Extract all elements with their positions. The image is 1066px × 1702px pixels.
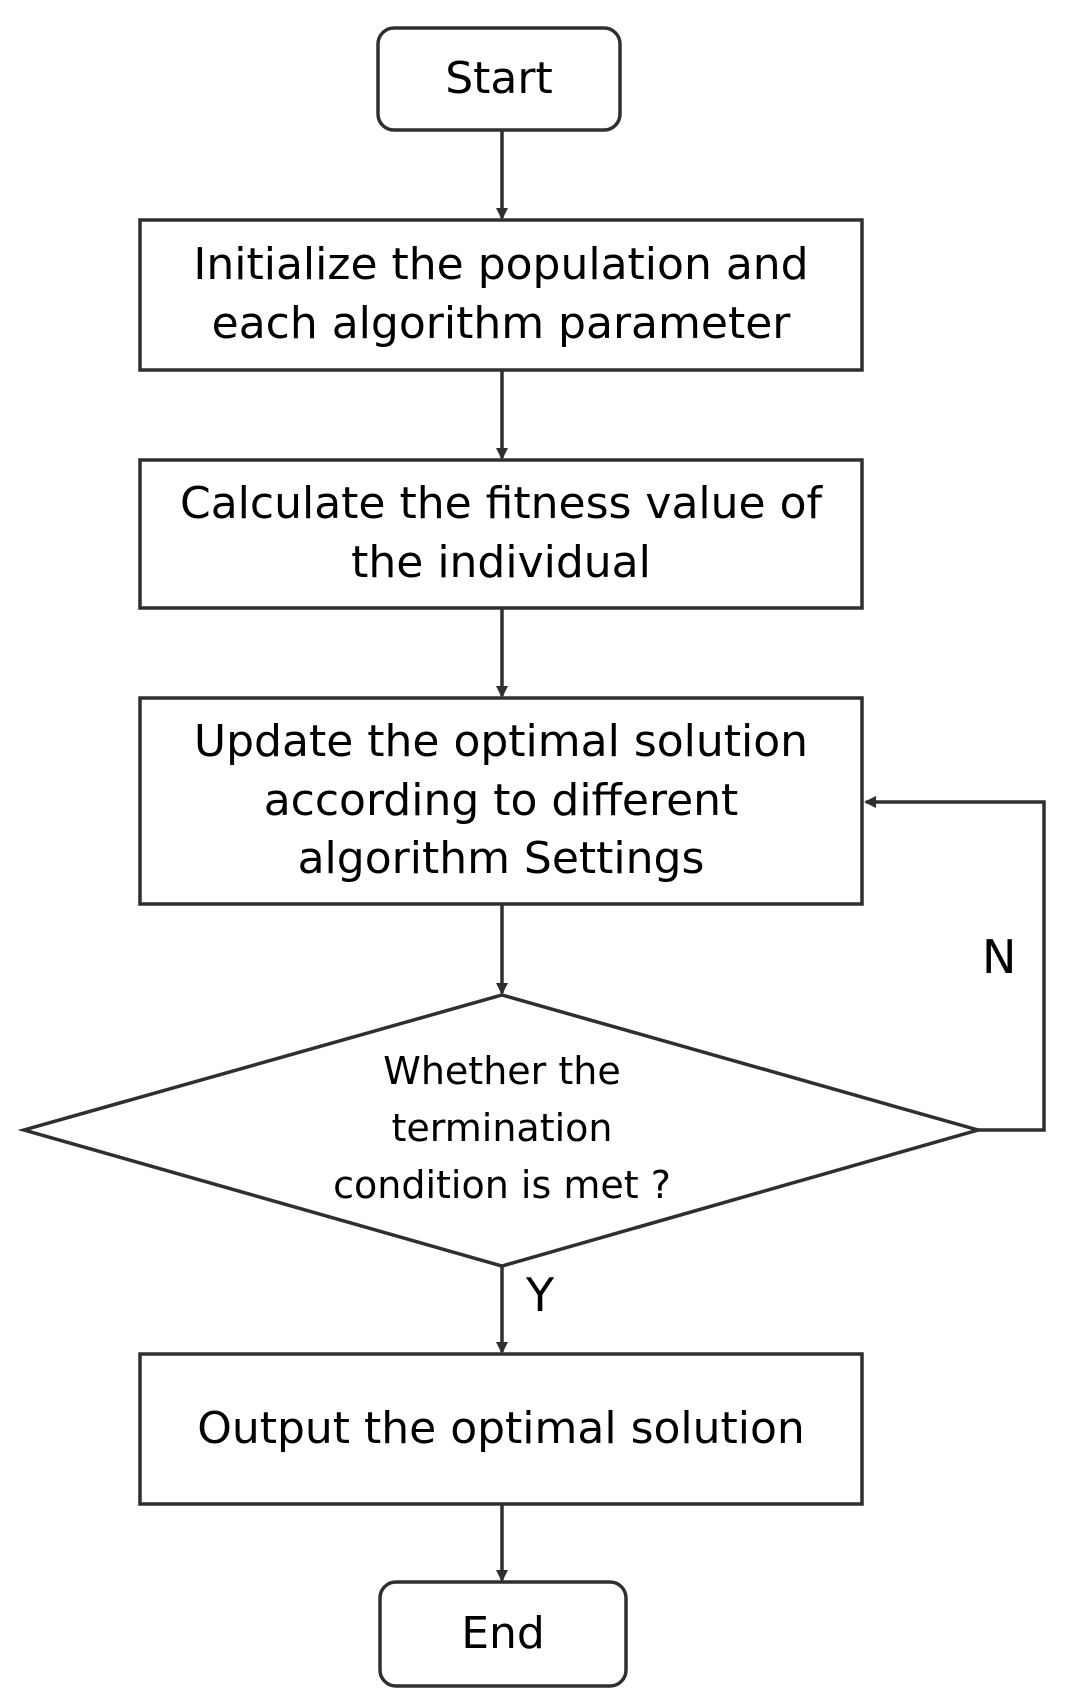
output-label: Output the optimal solution (140, 1354, 862, 1504)
update-text-line-1: Update the optimal solution (193, 715, 809, 767)
decision-text-line-2: termination (391, 1105, 613, 1150)
arrow-decision-no-loop (864, 796, 1046, 1132)
init-label: Initialize the population and each algor… (140, 220, 862, 370)
update-text-line-2: according to different (263, 774, 739, 826)
no-branch-label: N (982, 930, 1017, 984)
output-text: Output the optimal solution (197, 1402, 805, 1454)
decision-text-line-3: condition is met ? (333, 1162, 671, 1207)
update-text-line-3: algorithm Settings (297, 833, 705, 885)
end-text: End (461, 1607, 545, 1659)
yes-branch-label: Y (526, 1268, 555, 1322)
decision-text-line-1: Whether the (383, 1048, 621, 1093)
fitness-label: Calculate the fitness value of the indiv… (140, 460, 862, 608)
fitness-text-line-2: the individual (351, 537, 651, 588)
init-text-line-2: each algorithm parameter (211, 298, 791, 349)
decision-label: Whether the termination condition is met… (262, 1038, 742, 1218)
start-text: Start (445, 52, 553, 104)
end-label: End (380, 1582, 626, 1686)
end-terminal (378, 1580, 628, 1688)
start-terminal (376, 26, 622, 132)
start-label: Start (378, 28, 620, 130)
fitness-text-line-1: Calculate the fitness value of (179, 478, 823, 530)
update-label: Update the optimal solution according to… (140, 698, 862, 904)
init-text-line-1: Initialize the population and (193, 239, 809, 291)
